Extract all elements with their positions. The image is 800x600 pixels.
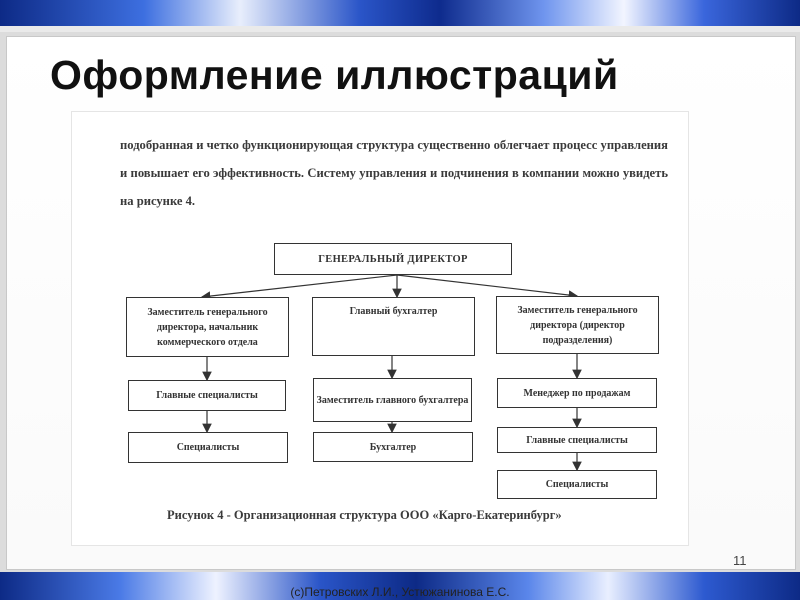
branch-1-head-box: Заместитель генерального директора, нача…	[126, 297, 289, 357]
branch-3-head-box: Заместитель генерального директора (дире…	[496, 296, 659, 354]
slide-title: Оформление иллюстраций	[50, 52, 619, 98]
branch-2-level-1-box: Заместитель главного бухгалтера	[313, 378, 472, 422]
branch-3-level-1-box: Менеджер по продажам	[497, 378, 657, 408]
branch-2-level-2-box: Бухгалтер	[313, 432, 473, 462]
branch-1-level-1-box: Главные специалисты	[128, 380, 286, 411]
footer-credits: (c)Петровских Л.И., Устюжанинова Е.С.	[290, 585, 510, 599]
document-screenshot: подобранная и четко функционирующая стру…	[72, 112, 688, 545]
branch-3-level-3-box: Специалисты	[497, 470, 657, 499]
branch-3-level-2-box: Главные специалисты	[497, 427, 657, 453]
connector-director-to-branch-1	[200, 274, 398, 301]
top-decorative-banner	[0, 0, 800, 26]
document-paragraph: подобранная и четко функционирующая стру…	[120, 138, 668, 208]
branch-2-head-box: Главный бухгалтер	[312, 297, 475, 356]
director-box: ГЕНЕРАЛЬНЫЙ ДИРЕКТОР	[274, 243, 512, 275]
page-number: 11	[733, 553, 747, 568]
bottom-decorative-banner	[0, 572, 800, 600]
branch-1-level-2-box: Специалисты	[128, 432, 288, 463]
figure-caption: Рисунок 4 - Организационная структура ОО…	[167, 508, 562, 522]
connector-director-to-branch-3	[396, 274, 579, 300]
top-banner-stripe	[0, 26, 800, 32]
org-chart-connectors	[200, 274, 582, 472]
